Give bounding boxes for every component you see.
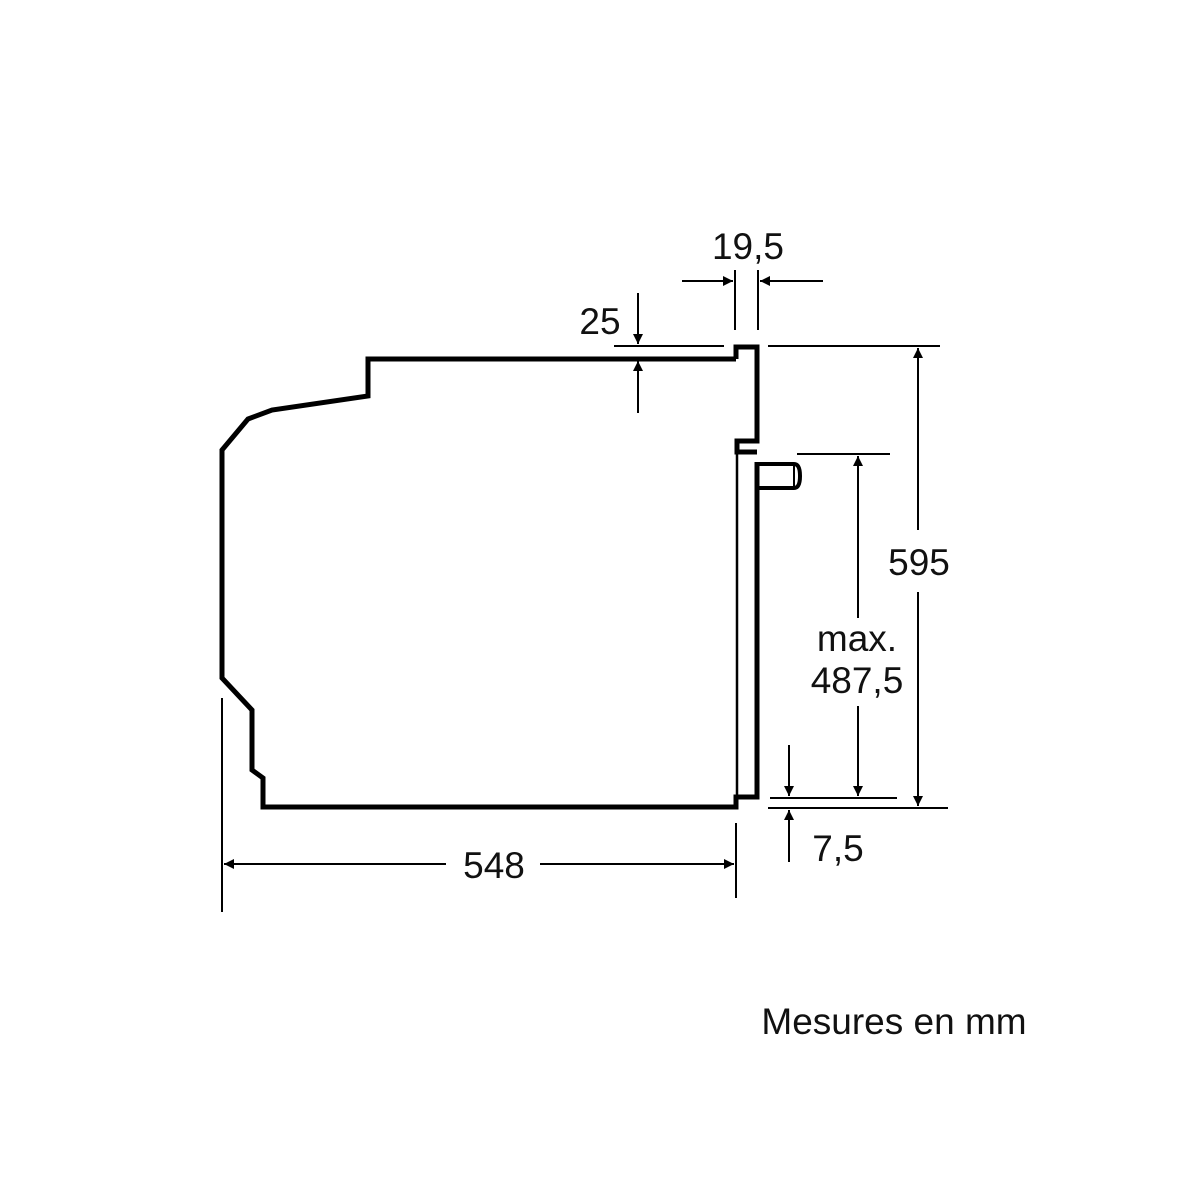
dim-depth: [221, 698, 737, 912]
oven-body-outline: [219, 356, 760, 810]
dim-top-offset: [614, 293, 724, 413]
door-handle: [758, 462, 803, 490]
label-max: max.: [817, 618, 897, 659]
units-footnote: Mesures en mm: [761, 1001, 1026, 1042]
dim-door-thickness: [682, 270, 823, 330]
label-max-height: 487,5: [811, 660, 904, 701]
door-upper-panel: [733, 344, 760, 455]
label-bottom-offset: 7,5: [812, 828, 863, 869]
label-door-thickness: 19,5: [712, 226, 784, 267]
label-depth: 548: [463, 845, 525, 886]
dim-total-height: [768, 345, 948, 809]
label-top-offset: 25: [579, 301, 620, 342]
dim-max-height: [770, 453, 897, 799]
label-total-height: 595: [888, 542, 950, 583]
